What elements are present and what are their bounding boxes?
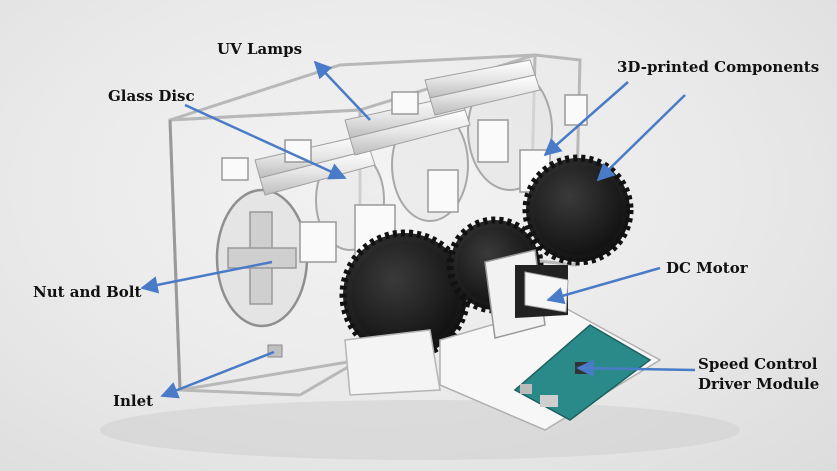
printed-components-label: 3D-printed Components — [617, 58, 820, 76]
gear-left — [339, 229, 471, 361]
speed-control-label-line2: Driver Module — [698, 375, 820, 393]
gear-right — [522, 154, 634, 266]
dc-motor-label: DC Motor — [666, 259, 748, 277]
inlet-label: Inlet — [113, 392, 154, 410]
speed-control-label-line1: Speed Control — [698, 355, 818, 373]
annotation-arrows — [140, 60, 696, 399]
front-glass-disc — [215, 188, 309, 328]
inlet-port — [267, 344, 283, 358]
uv-lamps-label: UV Lamps — [217, 40, 303, 58]
printed-brackets — [221, 91, 588, 263]
nut-and-bolt-label: Nut and Bolt — [33, 283, 142, 301]
floor-shadow — [100, 400, 740, 460]
glass-disc-label: Glass Disc — [108, 87, 195, 105]
gear-mount-base — [344, 329, 441, 396]
uv-lamp-3 — [424, 59, 541, 116]
